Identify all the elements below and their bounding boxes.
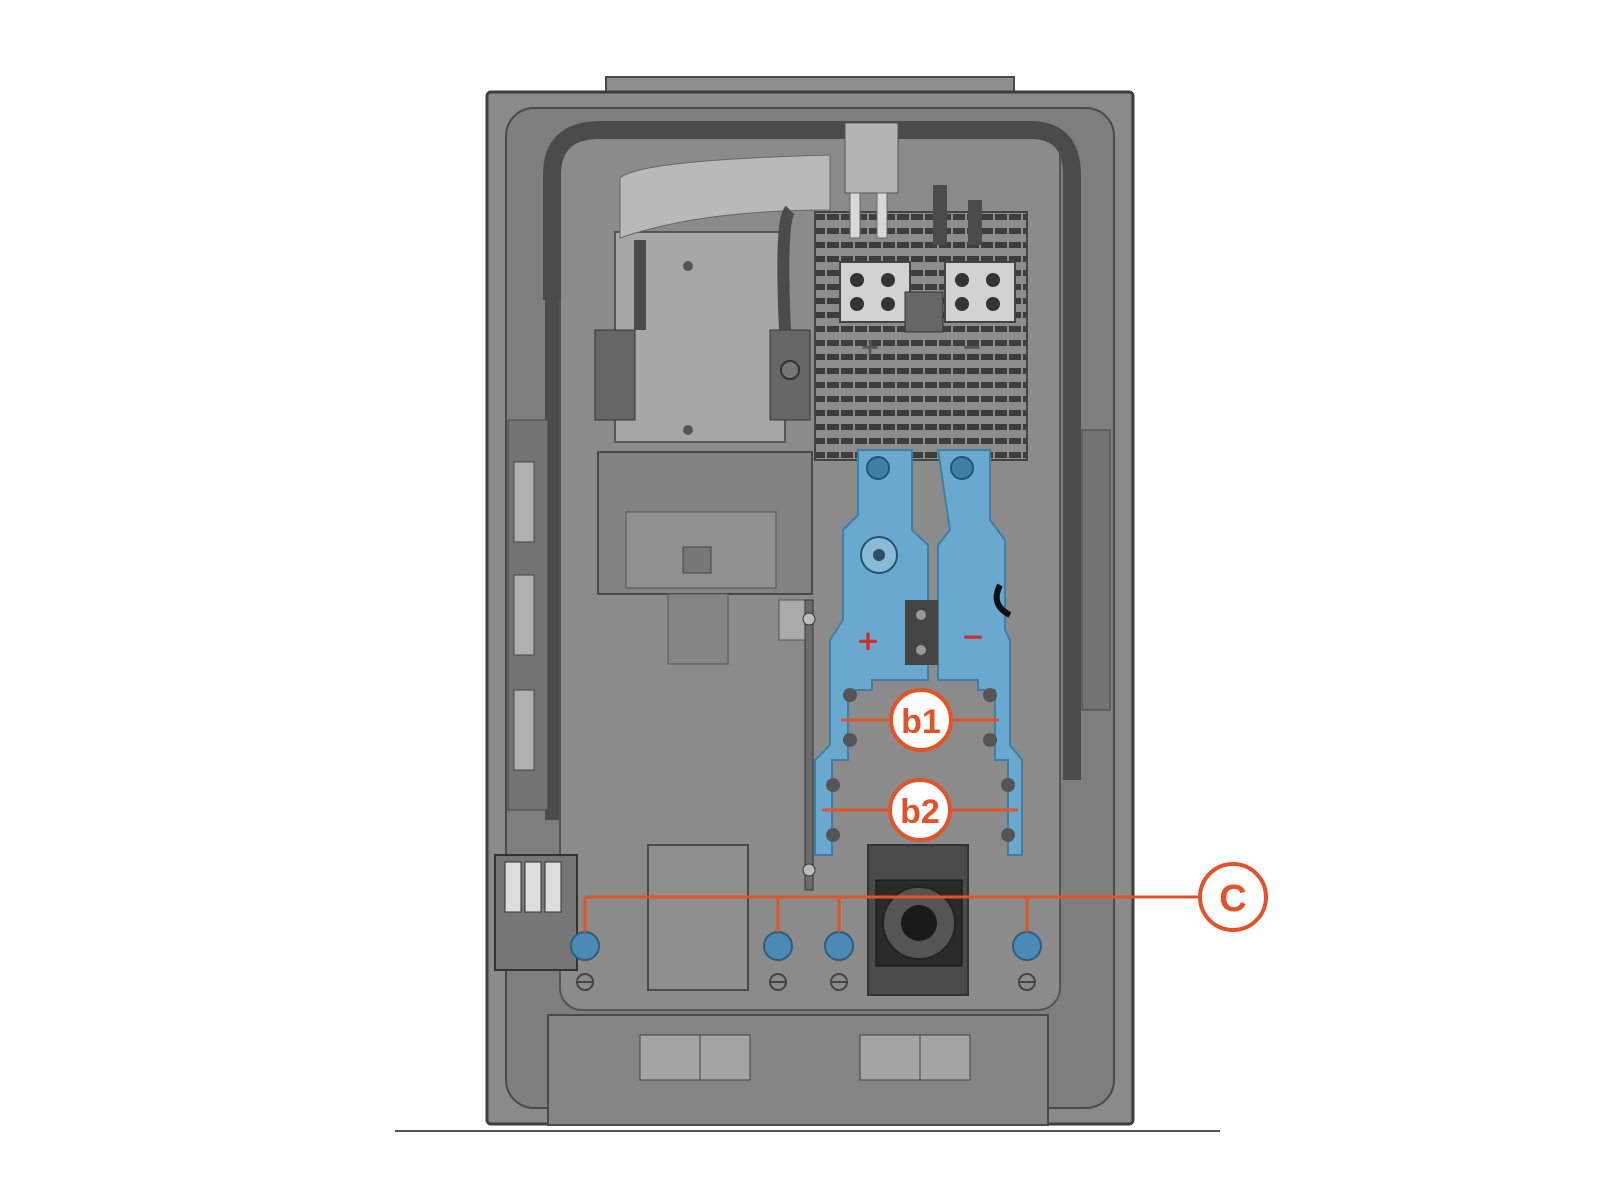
central-rail	[778, 599, 816, 891]
callout-b2-label: b2	[900, 793, 940, 831]
busbar-negative-sign: −	[961, 620, 984, 653]
busbar-assembly: + −	[814, 449, 1023, 856]
upper-left-module	[594, 154, 831, 443]
busbar-positive	[814, 449, 929, 856]
upper-positive-sign: +	[860, 333, 880, 361]
callout-c: C	[583, 862, 1268, 932]
ground-stud-4	[1012, 931, 1042, 961]
lower-modules	[494, 844, 1049, 1126]
callout-b2: b2	[822, 778, 1018, 842]
callout-c-label: C	[1219, 878, 1246, 920]
busbar-positive-sign: +	[856, 624, 879, 657]
middle-left-controller	[507, 419, 1111, 811]
ground-stud-2	[763, 931, 793, 961]
ground-stud-1	[570, 931, 600, 961]
upper-negative-sign: −	[962, 333, 982, 361]
upper-terminal-block: + −	[814, 122, 1028, 461]
callout-b1: b1	[841, 688, 999, 752]
ground-stud-3	[824, 931, 854, 961]
callout-b1-label: b1	[901, 703, 941, 741]
busbar-negative	[936, 449, 1023, 856]
